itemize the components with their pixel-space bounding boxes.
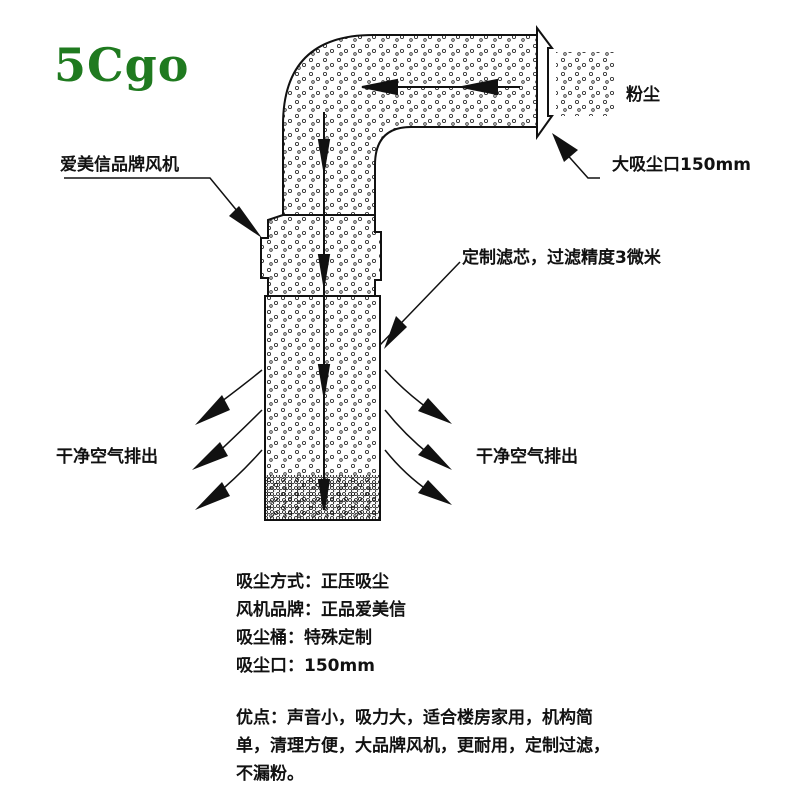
label-clean-air-left: 干净空气排出: [56, 447, 158, 467]
advantages-text: 优点：声音小，吸力大，适合楼房家用，机构简单，清理方便，大品牌风机，更耐用，定制…: [236, 708, 610, 784]
flow-arrows: [317, 78, 520, 511]
spec-line: 吸尘桶：特殊定制: [236, 628, 372, 648]
spec-line: 吸尘方式：正压吸尘: [236, 572, 389, 592]
spec-line: 风机品牌：正品爱美信: [236, 600, 406, 620]
spec-line: 吸尘口：150mm: [236, 656, 375, 676]
label-clean-air-right: 干净空气排出: [476, 447, 578, 467]
duct-elbow: [282, 34, 540, 216]
brand-logo: 5Cgo: [54, 38, 190, 92]
label-filter: 定制滤芯，过滤精度3微米: [462, 248, 661, 268]
inlet-flange: [536, 25, 554, 141]
dust-cloud: [556, 52, 616, 116]
label-inlet: 大吸尘口150mm: [612, 155, 751, 175]
exhaust-left: [209, 369, 263, 501]
label-fan: 爱美信品牌风机: [60, 155, 179, 175]
exhaust-right: [384, 369, 431, 493]
label-dust: 粉尘: [626, 85, 660, 105]
